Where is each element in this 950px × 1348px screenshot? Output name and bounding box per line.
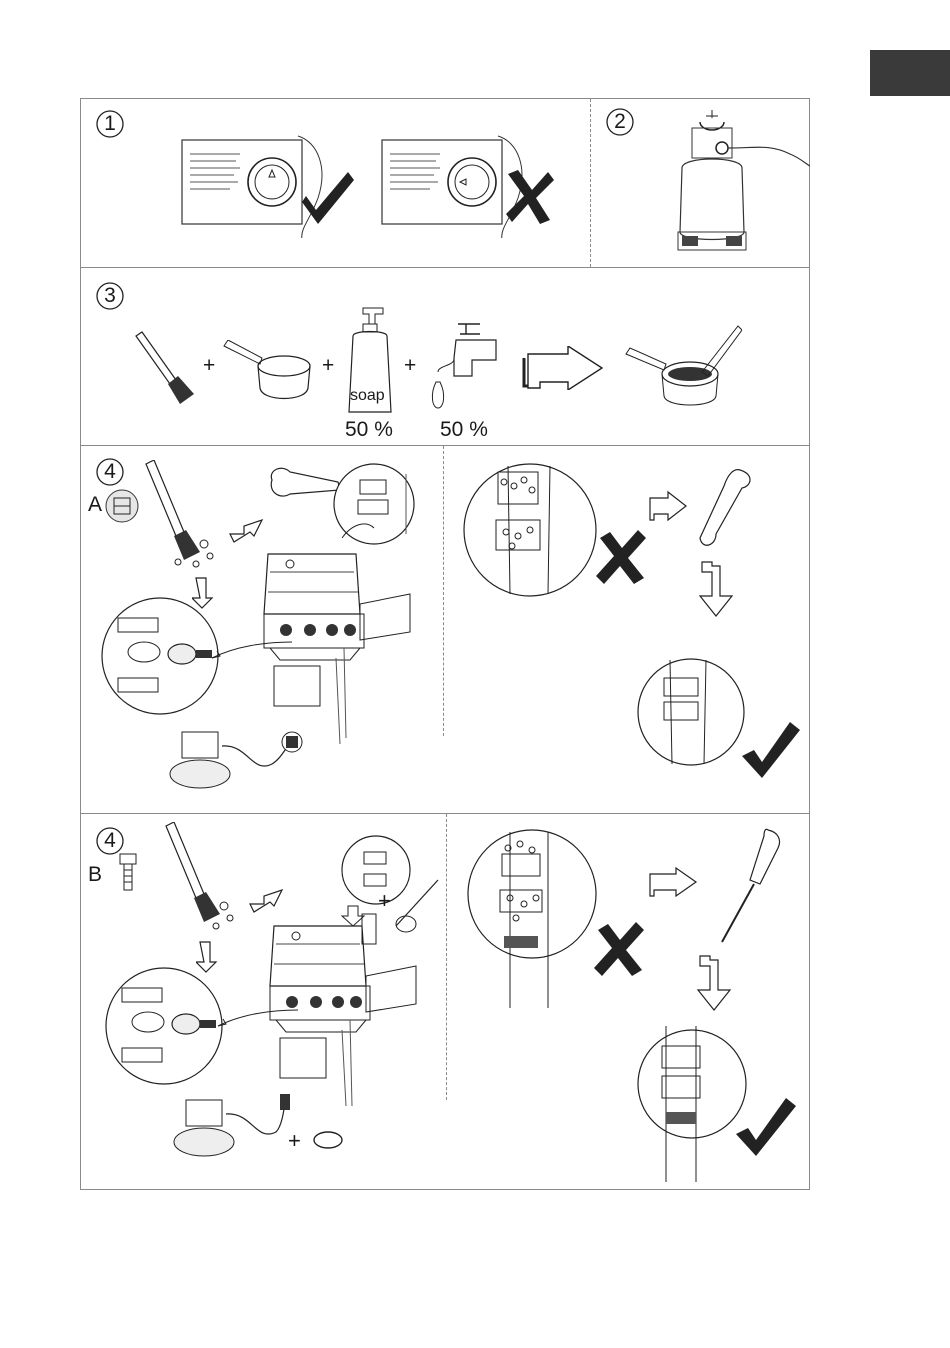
brush-icon	[130, 330, 200, 412]
outline-arrow-icon	[248, 886, 292, 916]
plus-sign: +	[404, 354, 416, 378]
outline-arrow-icon	[698, 560, 738, 618]
pointer-line	[212, 1004, 302, 1034]
step-number: 4	[95, 457, 125, 487]
step-variant: B	[88, 863, 102, 887]
cylinder-hose	[168, 724, 308, 796]
step-number: 1	[95, 109, 125, 139]
divider	[80, 267, 810, 268]
outline-arrow-icon	[646, 490, 688, 524]
water-ratio: 50 %	[440, 418, 488, 442]
soap-ratio: 50 %	[345, 418, 393, 442]
screwdriver-icon	[712, 826, 784, 952]
outline-arrow-icon	[696, 954, 736, 1012]
regulator-zoom	[102, 966, 226, 1086]
plus-sign: +	[203, 354, 215, 378]
gas-cylinder	[660, 108, 810, 260]
regulator-zoom	[98, 596, 222, 716]
pointer-line	[206, 636, 296, 666]
divider	[80, 813, 810, 814]
sealed-joint-zoom	[636, 656, 746, 768]
control-knob-correct	[178, 128, 368, 238]
chapter-tab	[870, 50, 950, 96]
x-mark-icon	[592, 922, 648, 978]
step-variant: A	[88, 493, 102, 517]
x-mark-icon	[594, 530, 650, 586]
hose-clamp-fitting-icon	[110, 852, 146, 894]
soap-label: soap	[350, 387, 385, 405]
check-mark-icon	[734, 1098, 800, 1158]
plus-sign: +	[322, 354, 334, 378]
cylinder-hose-clamp	[172, 1092, 362, 1164]
water-tap-icon	[430, 320, 502, 416]
bubbling-joint-zoom	[460, 462, 600, 598]
step-number: 2	[605, 107, 635, 137]
outline-arrow-icon	[520, 346, 606, 390]
check-mark-icon	[740, 722, 802, 780]
brush-with-bubbles	[160, 822, 240, 932]
plus-sign: +	[378, 888, 391, 914]
control-knob-wrong	[378, 128, 568, 238]
plus-sign: +	[288, 1128, 301, 1154]
outline-arrow-icon	[646, 866, 698, 900]
wrench-icon	[698, 466, 754, 552]
divider	[443, 446, 444, 736]
nut-fitting-icon	[104, 488, 140, 524]
mixed-solution-pan	[622, 324, 742, 408]
step-number: 3	[95, 281, 125, 311]
divider	[80, 445, 810, 446]
saucepan-icon	[222, 340, 322, 404]
bubbling-clamp-zoom	[464, 828, 600, 1012]
brush-with-bubbles	[140, 460, 220, 570]
sealed-clamp-zoom	[636, 1022, 748, 1186]
divider	[590, 99, 591, 267]
